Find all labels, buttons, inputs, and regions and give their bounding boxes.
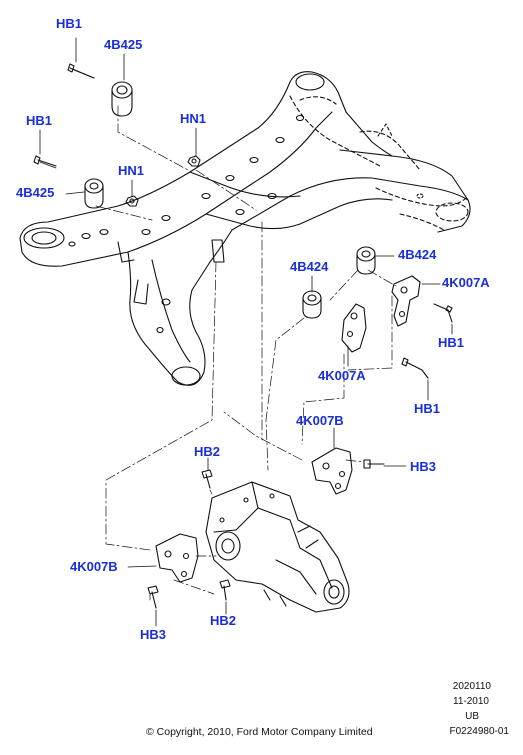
bolt-hb2-top — [201, 469, 213, 489]
bolt-hb1-right-bottom — [401, 357, 429, 379]
callout-4k007a-right[interactable]: 4K007A — [442, 275, 490, 290]
bushing-4b425-top — [111, 81, 133, 117]
bolt-hb3-right — [363, 459, 385, 469]
callout-hb2-bottom[interactable]: HB2 — [210, 613, 237, 628]
bushing-4b425-left — [84, 178, 104, 209]
bracket-4k007a-mid — [341, 303, 367, 353]
copyright-notice: © Copyright, 2010, Ford Motor Company Li… — [146, 726, 373, 738]
callout-hn1-right[interactable]: HN1 — [180, 111, 207, 126]
callout-4b424-mid[interactable]: 4B424 — [290, 259, 329, 274]
bushing-4b424-mid — [302, 290, 322, 319]
callout-hb1-right-top[interactable]: HB1 — [438, 335, 465, 350]
bracket-4k007a-right — [391, 275, 421, 327]
callout-hb3-bottom[interactable]: HB3 — [140, 627, 167, 642]
callout-hb1-left[interactable]: HB1 — [26, 113, 53, 128]
nut-hn1-right — [187, 155, 201, 167]
bracket-4k007b-mid — [311, 447, 353, 495]
bolt-hb1-top — [67, 63, 95, 79]
callout-hb2-top[interactable]: HB2 — [194, 444, 221, 459]
alignment-lines — [95, 105, 397, 601]
drawing-date: 11-2010 — [453, 696, 489, 707]
callout-4k007a-mid[interactable]: 4K007A — [318, 368, 366, 383]
callout-hb3-right[interactable]: HB3 — [410, 459, 437, 474]
callout-4b425-top[interactable]: 4B425 — [104, 37, 143, 52]
figure-id: F0224980-01 — [449, 726, 510, 737]
bolt-hb1-left — [33, 155, 57, 169]
callout-4k007b-left[interactable]: 4K007B — [70, 559, 118, 574]
bolt-hb3-bottom — [147, 585, 159, 609]
nut-hn1-left — [125, 195, 139, 207]
callout-hb1-top[interactable]: HB1 — [56, 16, 83, 31]
callout-4b424-right[interactable]: 4B424 — [398, 247, 437, 262]
drawing-region: UB — [465, 711, 479, 722]
rear-differential — [205, 481, 350, 613]
drawing-code: 2020110 — [452, 681, 491, 692]
bolt-hb2-bottom — [219, 579, 231, 601]
bolt-hb1-right-top — [433, 303, 453, 323]
leader-lines — [39, 37, 453, 627]
bracket-4k007b-left — [155, 533, 199, 583]
callout-hb1-right-bottom[interactable]: HB1 — [414, 401, 441, 416]
callout-4b425-left[interactable]: 4B425 — [16, 185, 55, 200]
callout-hn1-left[interactable]: HN1 — [118, 163, 145, 178]
callout-4k007b-mid[interactable]: 4K007B — [296, 413, 344, 428]
rear-subframe — [19, 71, 471, 386]
bushing-4b424-right — [356, 246, 376, 275]
